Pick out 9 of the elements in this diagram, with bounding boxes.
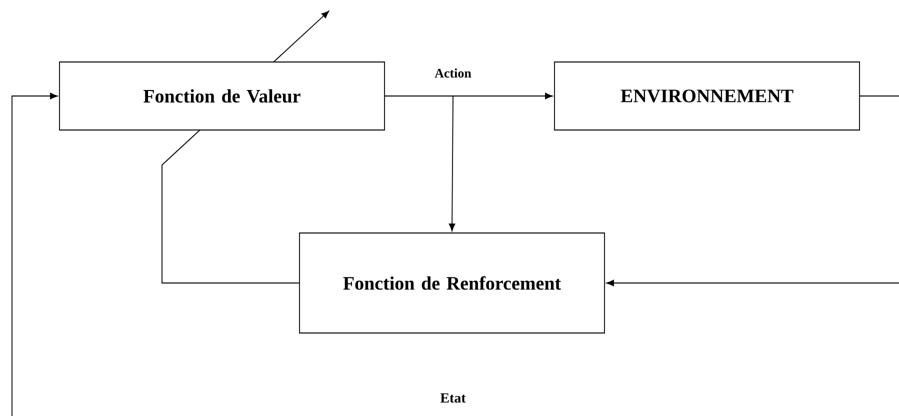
process-box: Fonction de Renforcement: [299, 232, 605, 334]
arrow: [12, 92, 58, 416]
arrow: [162, 10, 330, 284]
arrow: [606, 280, 899, 286]
process-box: Fonction de Valeur: [59, 62, 385, 130]
arrow: [384, 96, 456, 232]
loop-label: Etat: [440, 393, 466, 403]
edge-label: Action: [434, 67, 472, 79]
process-box: ENVIRONNEMENT: [554, 62, 860, 130]
